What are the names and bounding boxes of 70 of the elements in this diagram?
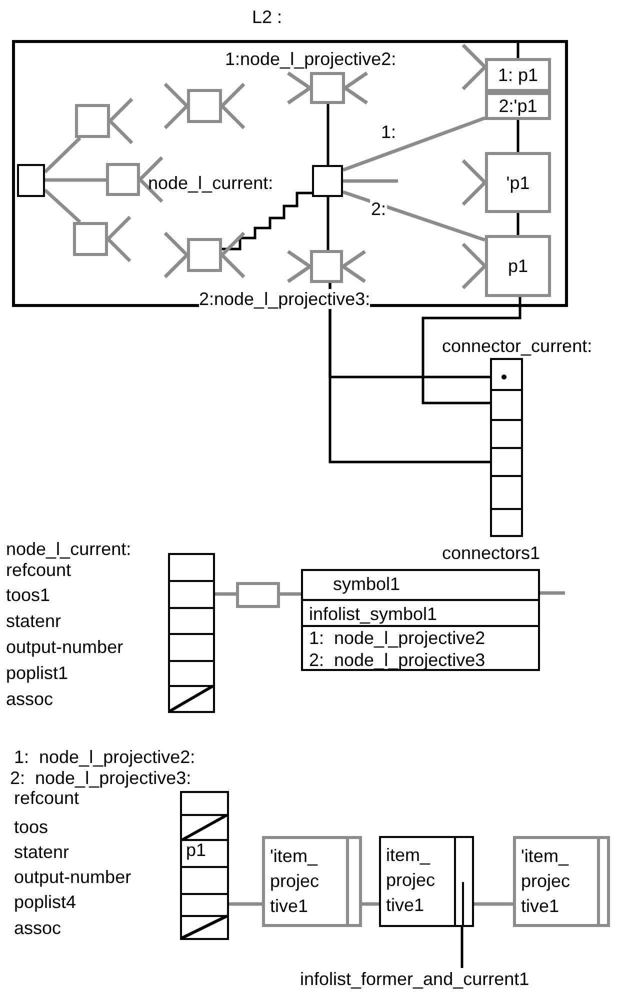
connector-line [44, 136, 82, 174]
connector-line [474, 902, 513, 906]
node-label: 1:node_l_projective2: [225, 49, 396, 69]
item-box [513, 836, 610, 927]
item-text: 'item_ projec tive1 [270, 845, 320, 918]
field-label: assoc [14, 918, 62, 938]
field-label: poplist1 [6, 663, 68, 683]
node-label: 2:node_l_projective3: [199, 289, 370, 309]
field-label: output-number [14, 867, 132, 887]
box-label: 1: p1 [496, 64, 540, 87]
box-label: 2:'p1 [498, 95, 538, 117]
connector-line [215, 592, 236, 596]
node-label: node_l_current: [148, 173, 274, 193]
record-box [485, 92, 551, 120]
connector-line [516, 43, 520, 58]
connector-line [540, 591, 565, 595]
record-box [187, 238, 222, 272]
node-label: p1 [186, 840, 206, 860]
record-box [485, 58, 551, 92]
connector-line [45, 178, 106, 182]
item-text: item_ projec tive1 [386, 844, 436, 917]
connector-line [222, 192, 312, 250]
node-label: 1: node_l_projective2: [14, 747, 196, 767]
item-box [379, 836, 474, 927]
connector-line [328, 283, 490, 464]
entry-text: 1: node_l_projective2 [309, 627, 486, 649]
connector-line [342, 190, 486, 242]
connector-line [326, 104, 330, 165]
item-box [262, 836, 362, 927]
connector-line [342, 116, 486, 172]
field-label: statenr [14, 842, 70, 862]
connector-line [326, 197, 330, 250]
field-label: statenr [6, 611, 62, 631]
node-label: 2: node_l_projective3: [10, 768, 192, 788]
node-label: node_l_current: [6, 539, 132, 559]
leader-label: infolist_former_and_current1 [300, 968, 590, 990]
node-label: connector_current: [442, 336, 592, 356]
field-label: assoc [6, 689, 54, 709]
field-label: toos1 [6, 585, 50, 605]
connector-line [280, 592, 301, 596]
node-label: L2 : [252, 7, 282, 27]
symbol-table [301, 569, 540, 671]
connector-line [229, 902, 262, 906]
record-box [73, 222, 108, 256]
field-label: connectors1 [442, 543, 540, 563]
box-label: 'p1 [505, 172, 531, 195]
entry-text: symbol1 [333, 573, 402, 596]
box-label: p1 [506, 255, 530, 278]
connector-line [343, 179, 398, 183]
connector-line [44, 188, 82, 224]
field-label: toos [14, 817, 48, 837]
record-box [75, 104, 110, 138]
connector-line [422, 297, 522, 404]
connector-line [362, 902, 379, 906]
field-label: refcount [14, 788, 80, 808]
record-box [187, 89, 222, 123]
field-label: output-number [6, 637, 124, 657]
node-box [17, 164, 45, 197]
entry-text: 2: node_l_projective3 [309, 649, 486, 671]
field-label: refcount [6, 560, 72, 580]
record-box [485, 152, 551, 213]
entry-text: infolist_symbol1 [309, 603, 438, 626]
item-text: 'item_ projec tive1 [521, 845, 572, 918]
record-box [236, 582, 280, 608]
connector-line [516, 213, 520, 235]
connector-line [460, 927, 464, 968]
field-label: poplist4 [14, 892, 76, 912]
record-box [485, 235, 551, 297]
connector-line [516, 120, 520, 152]
record-box [106, 163, 140, 196]
